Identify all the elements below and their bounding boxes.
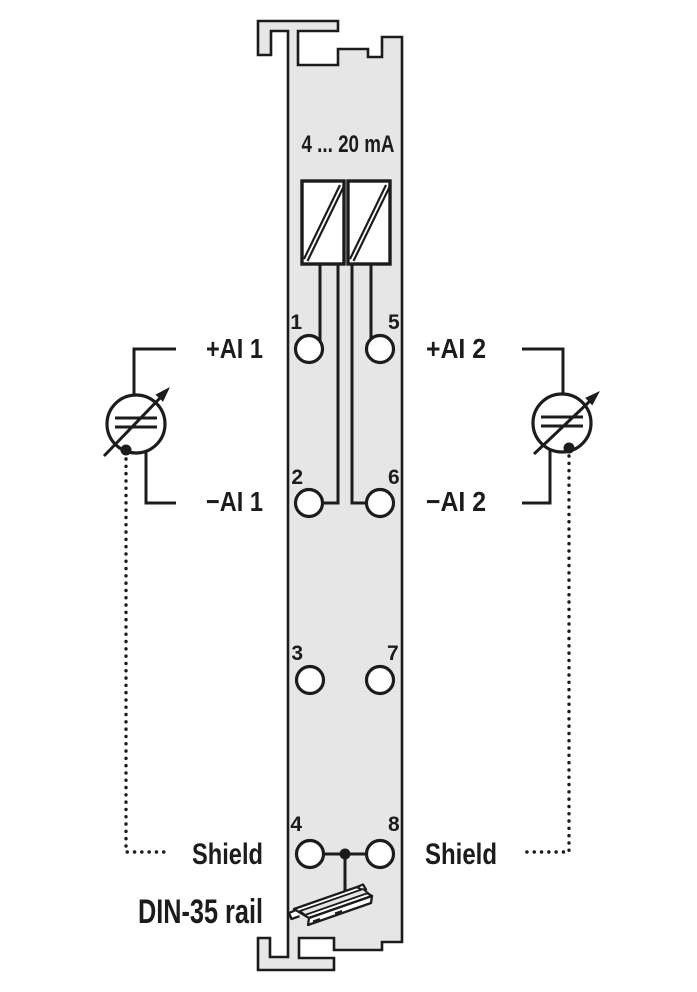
shield-tap-dot xyxy=(120,444,132,456)
lead-minus-ai1 xyxy=(144,451,176,505)
wire-barrier2-terminal6 xyxy=(350,264,366,505)
lead-minus-ai2 xyxy=(522,450,552,505)
terminal-1: 1 xyxy=(290,311,325,365)
source-circle xyxy=(531,392,593,454)
wire-barrier1-terminal2 xyxy=(323,264,340,505)
label-minus-ai1: −AI 1 xyxy=(206,486,263,517)
terminal-2: 2 xyxy=(291,466,325,519)
din-rail-icon xyxy=(287,883,374,927)
terminal-7: 7 xyxy=(364,642,399,696)
shield-junction-dot xyxy=(339,848,351,860)
terminal-6: 6 xyxy=(364,466,400,519)
terminal-5: 5 xyxy=(364,311,400,365)
terminal-number: 8 xyxy=(388,813,400,836)
label-plus-ai1: +AI 1 xyxy=(206,333,263,364)
terminal-number: 4 xyxy=(290,813,302,836)
terminal-number: 7 xyxy=(387,642,399,665)
current-source-icon-right xyxy=(522,347,600,854)
terminal-number: 6 xyxy=(388,466,400,489)
signal-range-label: 4 ... 20 mA xyxy=(302,131,395,158)
din-rail-notches xyxy=(312,909,343,923)
isolation-barrier-icon-2 xyxy=(346,179,392,266)
terminal-number: 1 xyxy=(290,311,302,334)
source-arrow-shaft xyxy=(532,399,592,456)
terminal-number: 3 xyxy=(291,642,303,665)
source-arrow-shaft xyxy=(102,396,162,458)
terminal-number: 5 xyxy=(388,311,400,334)
terminal-8: 8 xyxy=(364,813,400,870)
source-arrow-head xyxy=(585,391,600,406)
current-source-icon-left xyxy=(102,347,176,854)
source-bars xyxy=(115,416,157,429)
shield-dotted-line-right xyxy=(524,454,571,854)
terminal-number: 2 xyxy=(291,466,303,489)
terminal-3: 3 xyxy=(291,642,326,696)
terminal-4: 4 xyxy=(290,813,326,870)
shield-dotted-line-left xyxy=(124,457,170,854)
label-shield-right: Shield xyxy=(425,838,497,871)
lead-plus-ai1 xyxy=(132,347,176,396)
lead-plus-ai2 xyxy=(522,347,565,395)
shield-tap-dot xyxy=(563,442,575,454)
source-arrow-head xyxy=(155,387,170,402)
isolation-barrier-icon-1 xyxy=(300,179,346,266)
label-din-rail: DIN-35 rail xyxy=(138,893,263,931)
label-shield-left: Shield xyxy=(192,838,263,871)
label-plus-ai2: +AI 2 xyxy=(426,333,486,364)
label-minus-ai2: −AI 2 xyxy=(426,486,486,517)
